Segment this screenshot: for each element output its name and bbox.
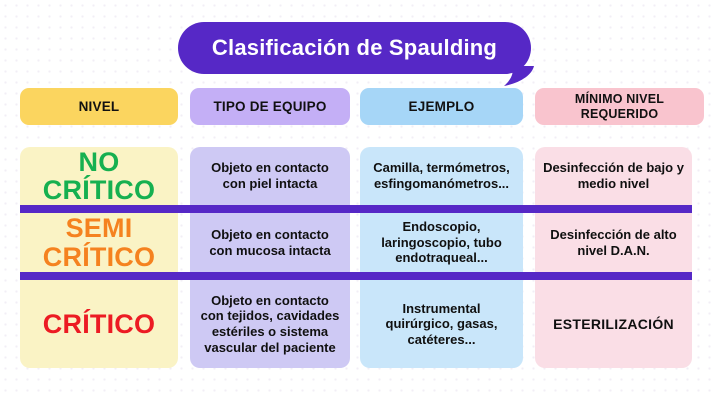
- header-tipo-de-equipo-label: TIPO DE EQUIPO: [213, 99, 327, 114]
- page-title: Clasificación de Spaulding: [211, 35, 498, 60]
- cell-tipo-row-1: Objeto en contacto con piel intacta: [211, 160, 329, 191]
- header-nivel: NIVEL: [20, 88, 178, 125]
- cell-minimo-row-1: Desinfección de bajo y medio nivel: [543, 160, 684, 191]
- row-divider-1: [20, 205, 692, 213]
- column-tipo-de-equipo: Objeto en contacto con piel intacta Obje…: [190, 147, 350, 368]
- cell-ejemplo-row-3: Instrumental quirúrgico, gasas, catétere…: [385, 300, 498, 347]
- cell-nivel-no-critico: NO CRÍTICO: [42, 146, 156, 205]
- cell-nivel-semi-critico: SEMI CRÍTICO: [42, 213, 156, 272]
- column-nivel: NO CRÍTICO SEMI CRÍTICO CRÍTICO: [20, 147, 178, 368]
- header-ejemplo: EJEMPLO: [360, 88, 523, 125]
- cell-minimo-row-3: ESTERILIZACIÓN: [553, 315, 674, 332]
- header-nivel-label: NIVEL: [78, 99, 120, 114]
- cell-ejemplo-row-1: Camilla, termómetros, esfingomanómetros.…: [373, 160, 510, 191]
- cell-nivel-critico: CRÍTICO: [42, 308, 156, 339]
- speech-bubble-tail-icon: [488, 66, 534, 86]
- cell-minimo-row-2: Desinfección de alto nivel D.A.N.: [550, 226, 677, 258]
- header-ejemplo-label: EJEMPLO: [408, 99, 475, 114]
- row-divider-2: [20, 272, 692, 280]
- title-bubble: Clasificación de Spaulding: [178, 22, 531, 74]
- column-ejemplo: Camilla, termómetros, esfingomanómetros.…: [360, 147, 523, 368]
- cell-ejemplo-row-2: Endoscopio, laringoscopio, tubo endotraq…: [381, 219, 502, 266]
- cell-tipo-row-2: Objeto en contacto con mucosa intacta: [209, 226, 331, 258]
- header-minimo-nivel-requerido-label: MÍNIMO NIVEL REQUERIDO: [574, 92, 665, 121]
- cell-tipo-row-3: Objeto en contacto con tejidos, cavidade…: [200, 292, 340, 355]
- header-tipo-de-equipo: TIPO DE EQUIPO: [190, 88, 350, 125]
- header-minimo-nivel-requerido: MÍNIMO NIVEL REQUERIDO: [535, 88, 704, 125]
- column-minimo-nivel-requerido: Desinfección de bajo y medio nivel Desin…: [535, 147, 692, 368]
